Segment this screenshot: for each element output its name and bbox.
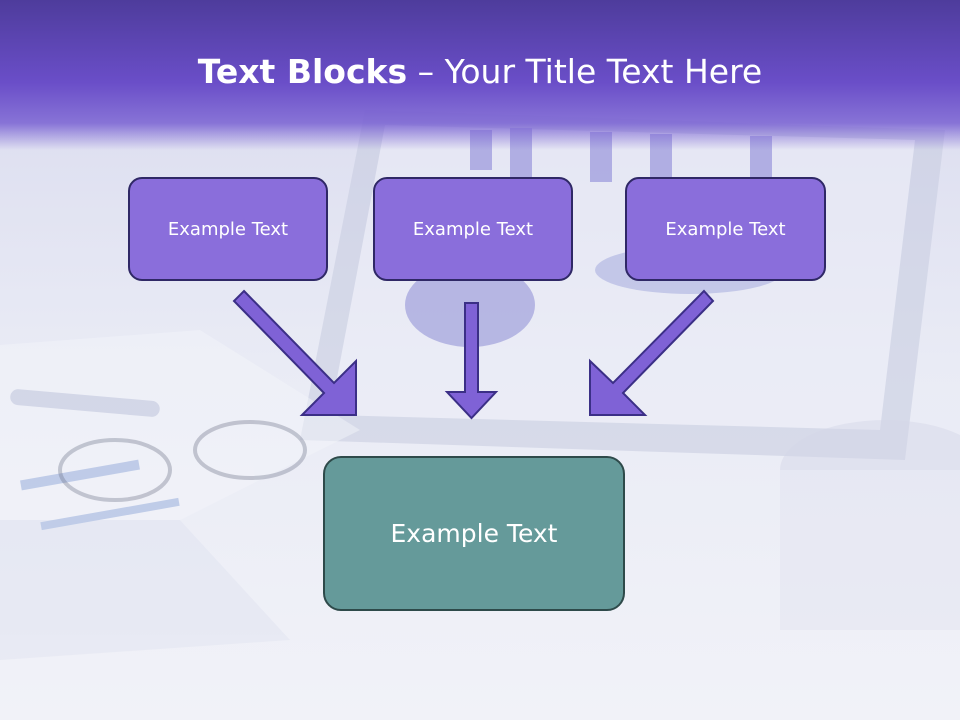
text-block-label: Example Text <box>665 218 786 240</box>
text-block-label: Example Text <box>412 218 534 240</box>
text-block-label: Example Text <box>167 218 289 240</box>
glasses-shape <box>58 420 307 502</box>
text-block-bottom[interactable]: Example Text <box>323 456 625 611</box>
documents-shape <box>0 330 360 660</box>
arrow-left <box>232 289 357 416</box>
title-bar <box>0 0 960 150</box>
cup-shape <box>780 420 960 630</box>
text-block-top-right[interactable]: Example Text <box>625 177 826 281</box>
text-block-label: Example Text <box>390 519 558 548</box>
text-block-top-left[interactable]: Example Text <box>128 177 328 281</box>
title-rest: – Your Title Text Here <box>407 52 763 91</box>
slide-title: Text Blocks – Your Title Text Here <box>0 52 960 91</box>
arrow-center <box>444 302 499 420</box>
text-block-top-center[interactable]: Example Text <box>373 177 573 281</box>
title-bold: Text Blocks <box>197 52 408 91</box>
arrow-right <box>589 289 715 416</box>
